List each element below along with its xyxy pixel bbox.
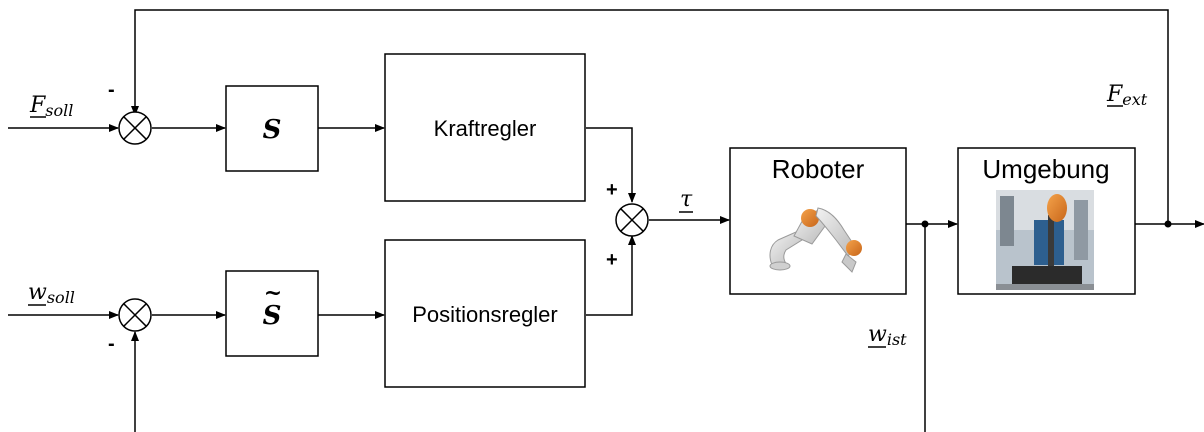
junction-dot-f-ext — [1164, 220, 1172, 228]
s-block-label: S — [263, 115, 282, 145]
svg-text:Fext: Fext — [1106, 82, 1148, 109]
f-soll-sub: soll — [45, 101, 73, 120]
sum3-plus-bottom-sign: + — [606, 249, 618, 271]
summing-junction-torque — [615, 203, 649, 237]
w-ist-label: wist — [868, 322, 907, 349]
f-ext-label: Fext — [1106, 82, 1148, 109]
s-tilde-mark: ~ — [264, 280, 282, 306]
w-soll-main: w — [28, 280, 47, 305]
f-soll-label: Fsoll — [29, 93, 73, 120]
environment-photo — [996, 190, 1094, 290]
force-feedback-line — [131, 9, 1169, 224]
s-tilde-label: S — [263, 301, 282, 331]
w-soll-sub: soll — [47, 288, 75, 307]
s-tilde-block — [225, 270, 319, 357]
summing-junction-force — [118, 111, 152, 145]
f-ext-sub: ext — [1122, 90, 1147, 109]
kraftregler-block — [384, 53, 586, 202]
s-block — [225, 85, 319, 172]
tau-text: τ — [680, 187, 693, 212]
tau-label: τ — [679, 187, 693, 213]
feedback-wires — [131, 9, 1169, 432]
f-soll-main: F — [29, 93, 46, 118]
sum1-minus-sign: - — [108, 79, 115, 101]
w-soll-label: wsoll — [28, 280, 75, 307]
roboter-label: Roboter — [772, 154, 865, 184]
positionsregler-to-sum3-line — [586, 235, 636, 316]
positionsregler-block — [384, 239, 586, 388]
svg-text:Fsoll: Fsoll — [29, 93, 73, 120]
w-ist-sub: ist — [887, 330, 907, 349]
kraftregler-to-sum3-line — [586, 127, 636, 203]
svg-text:wsoll: wsoll — [28, 280, 75, 307]
f-ext-main: F — [1106, 82, 1123, 107]
umgebung-label: Umgebung — [982, 154, 1109, 184]
sum2-minus-sign: - — [108, 333, 115, 355]
junction-dot-w-ist — [921, 220, 929, 228]
sum3-plus-top-sign: + — [606, 179, 618, 201]
positionsregler-label: Positionsregler — [412, 302, 558, 327]
svg-text:wist: wist — [868, 322, 907, 349]
kraftregler-label: Kraftregler — [434, 116, 537, 141]
summing-junction-position — [118, 298, 152, 332]
robot-arm-image — [769, 207, 862, 273]
w-ist-main: w — [868, 322, 887, 347]
